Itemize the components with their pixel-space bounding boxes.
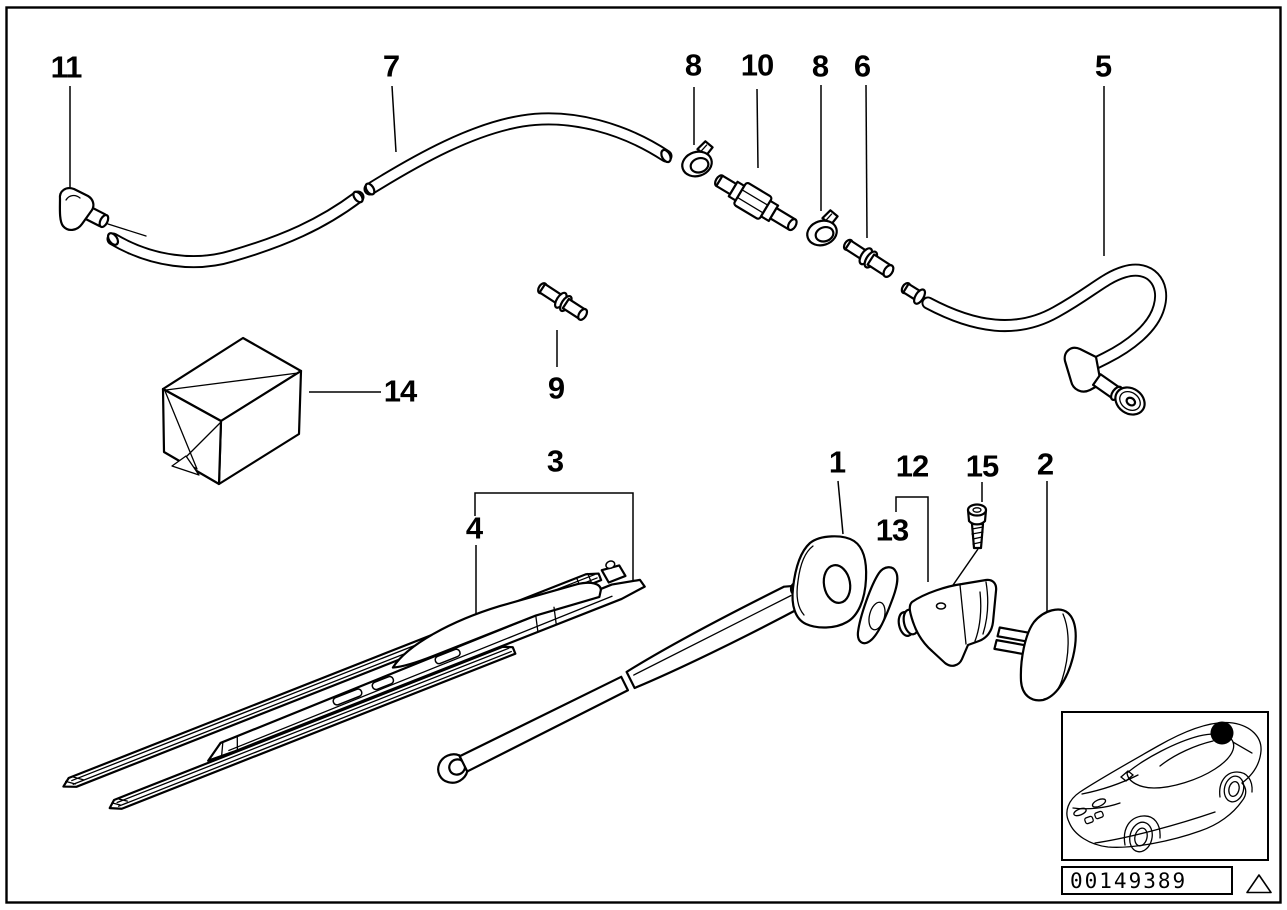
part-number: 00149389 [1070,869,1188,893]
callout-7[interactable]: 7 [382,48,400,84]
callout-2[interactable]: 2 [1036,446,1054,482]
figure-border [5,6,1282,904]
washer-hose-7 [106,112,673,269]
hose-elbow-11 [58,187,147,237]
callout-8b[interactable]: 8 [811,48,829,84]
callout-10[interactable]: 10 [740,47,774,83]
callout-6[interactable]: 6 [853,48,871,84]
callout-3[interactable]: 3 [546,443,564,479]
wiper-arm-cover-1 [789,535,868,629]
gasket-13 [856,566,899,645]
hose-clamp-8a [681,140,714,178]
callout-14[interactable]: 14 [383,373,417,409]
callout-1[interactable]: 1 [828,444,846,480]
parts-kit-box-14 [161,336,303,486]
callout-13[interactable]: 13 [875,512,909,548]
part-number-plate [1061,866,1233,895]
car-location-thumbnail [1061,711,1269,861]
callout-11[interactable]: 11 [50,49,83,85]
hose-connector-9 [537,282,589,321]
check-valve-10 [714,174,798,232]
warning-triangle-icon [1246,874,1272,894]
callout-15[interactable]: 15 [965,448,999,484]
callout-4[interactable]: 4 [465,510,483,546]
screw-15 [966,503,988,550]
callout-9[interactable]: 9 [547,370,565,406]
callout-8a[interactable]: 8 [684,47,702,83]
wiper-arm-shaft [437,584,807,784]
cover-cap-2 [993,608,1077,702]
wiper-blade-3 [108,560,646,810]
hose-connector-6 [842,238,895,278]
callout-leader-lines [69,84,1105,618]
callout-5[interactable]: 5 [1094,48,1112,84]
pivot-bracket-12 [897,578,998,667]
hose-clamp-8b [806,209,839,247]
callout-12[interactable]: 12 [895,448,929,484]
washer-hose-5 [900,263,1167,416]
location-dot [1210,721,1234,745]
